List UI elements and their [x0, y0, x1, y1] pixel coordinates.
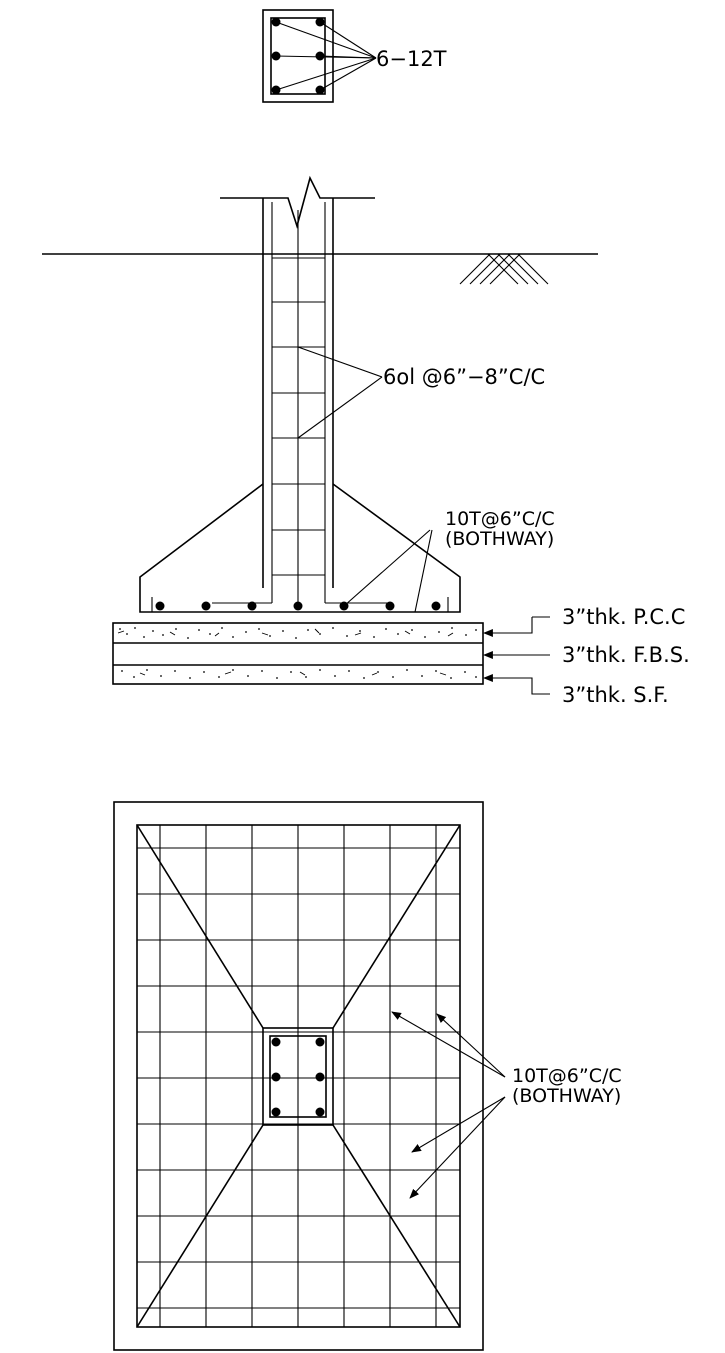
stirrup-leader [297, 376, 383, 439]
sf-leader [483, 674, 550, 695]
sf-stipple [121, 669, 477, 679]
plan-rebar-label-line2: (BOTHWAY) [512, 1085, 621, 1107]
plan-column-bar [271, 1037, 281, 1047]
plan-column-outline [262, 1027, 334, 1126]
fbs-label: 3”thk. F.B.S. [562, 643, 690, 667]
earth-hatch-symbol [459, 253, 549, 285]
stirrup-leader [297, 346, 383, 378]
plan-rebar-label-line1: 10T@6”C/C [512, 1065, 622, 1087]
footing-bottom-bar [151, 597, 449, 613]
footing-rebar-label-line1: 10T@6”C/C [445, 508, 555, 530]
plan-column-bar [315, 1072, 325, 1082]
pcc-stipple [117, 627, 477, 639]
base-layers [112, 622, 484, 685]
footing-bar-dot [155, 601, 165, 611]
plan-column-bar [271, 1107, 281, 1117]
plan-column-bar [271, 1072, 281, 1082]
pcc-label: 3”thk. P.C.C [562, 605, 685, 629]
footing-elevation: 6οl @6”−8”C/C 10T@6”C/C (BOTHWAY) [42, 175, 690, 707]
footing-bar-dot [385, 601, 395, 611]
plan-rebar-leader [436, 1013, 506, 1078]
plan-rebar-leader [409, 1096, 506, 1199]
plan-horizontal-bars [137, 847, 460, 1309]
column-rebar-label: 6−12T [376, 47, 447, 71]
plan-column-bar [315, 1107, 325, 1117]
footing-bar-dot [247, 601, 257, 611]
footing-bar-dot [201, 601, 211, 611]
footing-bar-dot [293, 601, 303, 611]
plan-vertical-bars [159, 825, 437, 1327]
rebar-leaders [275, 21, 377, 91]
base-layers-outline [112, 622, 484, 685]
stirrup-label: 6οl @6”−8”C/C [383, 365, 545, 389]
footing-rebar-leader [414, 529, 433, 613]
footing-bar-dots [155, 601, 441, 611]
footing-plan: 10T@6”C/C (BOTHWAY) [113, 801, 622, 1351]
plan-rebar-leader [391, 1011, 506, 1078]
pcc-leader [483, 617, 533, 637]
sf-label: 3”thk. S.F. [562, 683, 669, 707]
footing-outline [139, 483, 461, 613]
plan-outline [113, 801, 484, 1351]
plan-column-bar [315, 1037, 325, 1047]
footing-bar-dot [431, 601, 441, 611]
column-break-line [220, 175, 375, 229]
footing-rebar-label-line2: (BOTHWAY) [445, 528, 554, 550]
plan-rebar-leader [411, 1096, 506, 1153]
column-section: 6−12T [262, 9, 447, 103]
plan-slope-diagonals [136, 824, 461, 1328]
plan-column-tie [269, 1035, 327, 1118]
footing-rebar-leader [343, 529, 431, 607]
